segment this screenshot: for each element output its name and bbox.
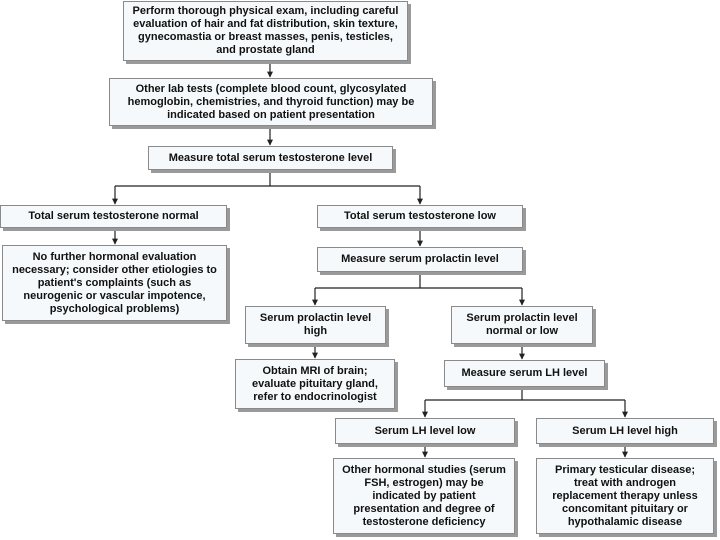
- no-further-evaluation-box: No further hormonal evaluation necessary…: [2, 245, 227, 321]
- measure-lh-box: Measure serum LH level: [444, 360, 605, 387]
- testosterone-normal-box: Total serum testosterone normal: [0, 205, 227, 228]
- obtain-mri-text: Obtain MRI of brain; evaluate pituitary …: [252, 364, 378, 403]
- other-hormonal-studies-text: Other hormonal studies (serum FSH, estro…: [342, 463, 506, 528]
- prolactin-normal-low-text: Serum prolactin level normal or low: [466, 312, 578, 337]
- primary-testicular-text: Primary testicular disease; treat with a…: [552, 463, 698, 528]
- prolactin-high-box: Serum prolactin level high: [245, 306, 386, 344]
- obtain-mri-box: Obtain MRI of brain; evaluate pituitary …: [235, 359, 395, 409]
- measure-prolactin-box: Measure serum prolactin level: [317, 247, 523, 272]
- other-hormonal-studies-box: Other hormonal studies (serum FSH, estro…: [333, 458, 515, 534]
- lh-high-box: Serum LH level high: [536, 418, 714, 444]
- primary-testicular-box: Primary testicular disease; treat with a…: [536, 458, 714, 534]
- no-further-evaluation-text: No further hormonal evaluation necessary…: [12, 250, 217, 315]
- measure-testosterone-text: Measure total serum testosterone level: [168, 151, 373, 164]
- physical-exam-text: Perform thorough physical exam, includin…: [132, 5, 399, 56]
- measure-testosterone-box: Measure total serum testosterone level: [148, 146, 393, 170]
- lh-low-text: Serum LH level low: [374, 424, 476, 437]
- measure-prolactin-text: Measure serum prolactin level: [341, 253, 499, 265]
- lh-high-text: Serum LH level high: [572, 424, 678, 437]
- testosterone-low-text: Total serum testosterone low: [344, 210, 496, 222]
- prolactin-high-text: Serum prolactin level high: [259, 312, 372, 337]
- testosterone-low-box: Total serum testosterone low: [317, 205, 523, 228]
- other-lab-tests-text: Other lab tests (complete blood count, g…: [127, 82, 415, 121]
- testosterone-normal-text: Total serum testosterone normal: [28, 210, 199, 222]
- physical-exam-box: Perform thorough physical exam, includin…: [123, 1, 408, 61]
- lh-low-box: Serum LH level low: [335, 418, 515, 444]
- measure-lh-text: Measure serum LH level: [461, 367, 588, 379]
- other-lab-tests-box: Other lab tests (complete blood count, g…: [109, 78, 433, 126]
- prolactin-normal-low-box: Serum prolactin level normal or low: [451, 306, 593, 344]
